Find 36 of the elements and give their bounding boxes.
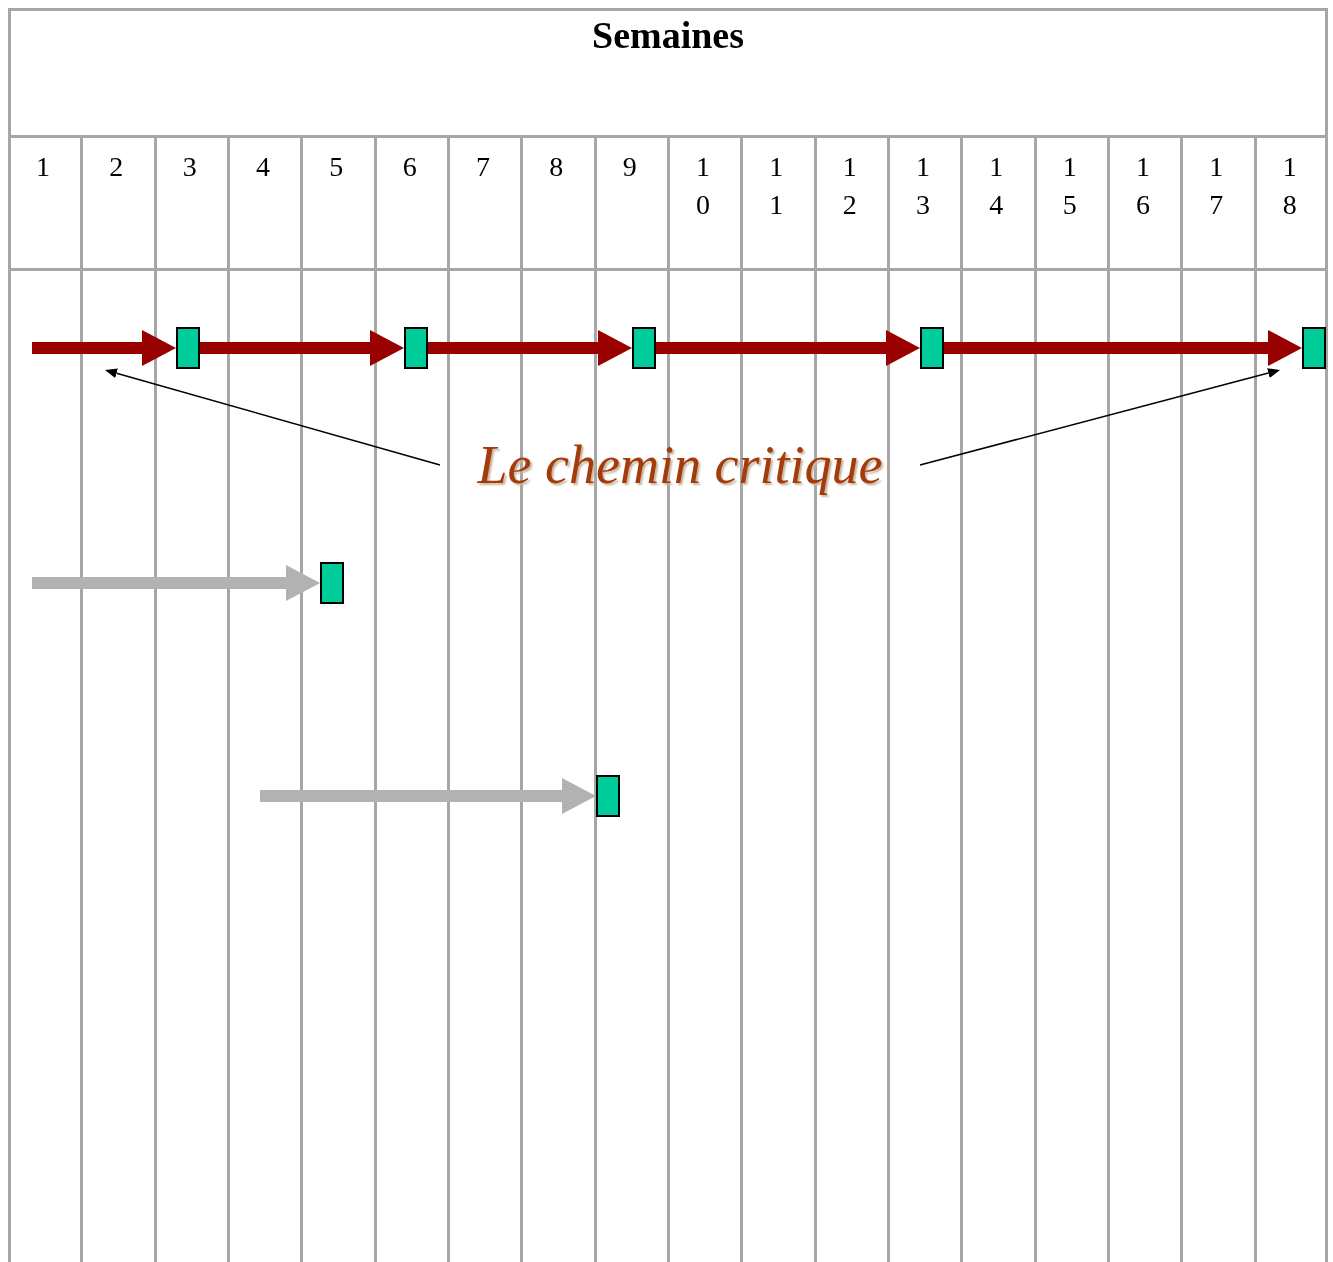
week-number: 1: [36, 150, 51, 184]
week-number: 7: [476, 150, 491, 184]
week-number: 4: [256, 150, 271, 184]
leader-arrow: [105, 368, 441, 466]
task-arrow: [260, 778, 596, 814]
milestone-marker: [176, 327, 200, 369]
week-number: 12: [842, 150, 858, 222]
milestone-marker: [1302, 327, 1326, 369]
week-number: 10: [696, 150, 711, 222]
leader-arrow: [919, 368, 1280, 466]
callout-text: Le chemin critique: [440, 430, 920, 500]
task-arrow: [200, 330, 404, 366]
week-number: 9: [622, 150, 638, 184]
table-heading: Semaines: [591, 16, 745, 54]
milestone-marker: [404, 327, 428, 369]
week-number: 18: [1282, 150, 1298, 222]
week-number: 16: [1136, 150, 1151, 222]
week-number: 13: [916, 150, 931, 222]
week-number: 3: [182, 150, 198, 184]
milestone-marker: [596, 775, 620, 817]
milestone-marker: [632, 327, 656, 369]
task-arrow: [656, 330, 920, 366]
milestone-marker: [920, 327, 944, 369]
milestone-marker: [320, 562, 344, 604]
week-number: 17: [1209, 150, 1225, 222]
week-number: 15: [1062, 150, 1078, 222]
week-number: 6: [402, 150, 418, 184]
week-number: 8: [549, 150, 565, 184]
task-arrow: [32, 330, 176, 366]
task-arrow: [944, 330, 1302, 366]
task-arrow: [428, 330, 632, 366]
week-number: 11: [769, 150, 785, 222]
week-number: 2: [109, 150, 125, 184]
week-number: 5: [329, 150, 345, 184]
week-number: 14: [989, 150, 1005, 222]
task-arrow: [32, 565, 320, 601]
